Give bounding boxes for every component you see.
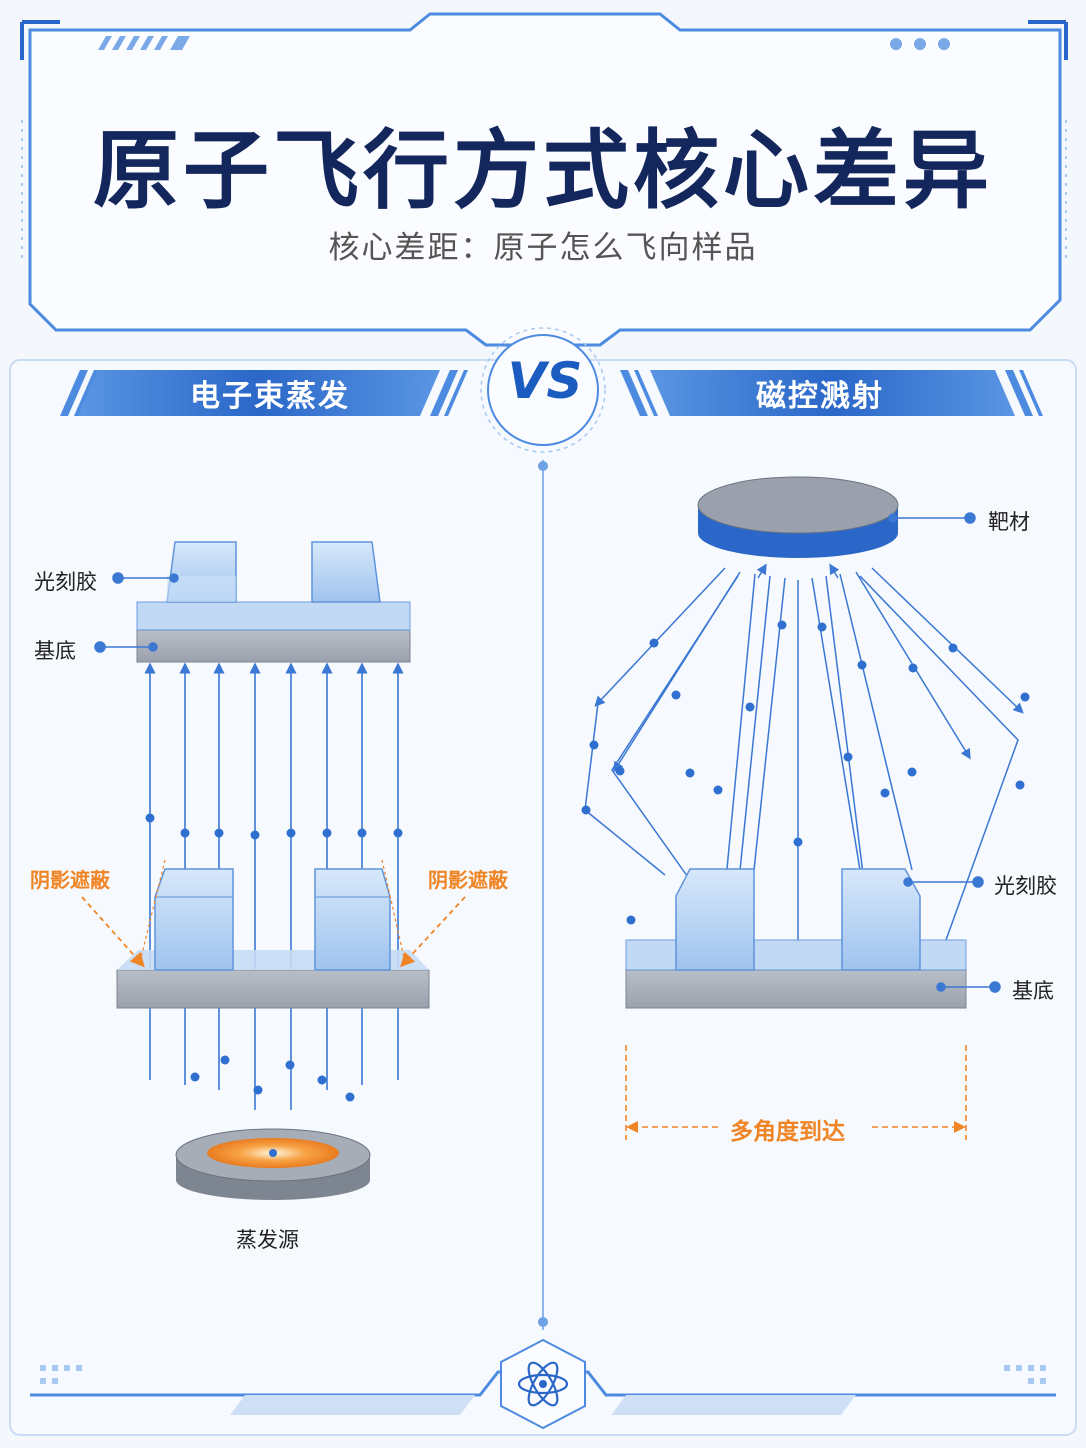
atom-icon [517, 1361, 569, 1407]
label-photoresist-right: 光刻胶 [994, 874, 1057, 898]
page-title: 原子飞行方式核心差异 [93, 121, 993, 221]
label-target: 靶材 [988, 510, 1030, 534]
target-disk [697, 476, 899, 558]
evaporation-source [175, 1128, 371, 1200]
vs-label: VS [507, 352, 583, 410]
bottom-sample [116, 868, 430, 1009]
top-sample [136, 541, 411, 663]
page-subtitle: 核心差距：原子怎么飞向样品 [328, 230, 758, 266]
label-substrate-right: 基底 [1012, 979, 1054, 1003]
label-shadow-right: 阴影遮蔽 [428, 868, 508, 892]
label-shadow-left: 阴影遮蔽 [30, 868, 110, 892]
right-sample [625, 868, 967, 1009]
label-source: 蒸发源 [236, 1228, 299, 1252]
label-multi-angle: 多角度到达 [730, 1119, 845, 1145]
left-heading: 电子束蒸发 [190, 379, 350, 414]
right-heading: 磁控溅射 [756, 379, 884, 414]
label-substrate-left: 基底 [34, 639, 76, 663]
label-photoresist-left: 光刻胶 [34, 570, 97, 594]
